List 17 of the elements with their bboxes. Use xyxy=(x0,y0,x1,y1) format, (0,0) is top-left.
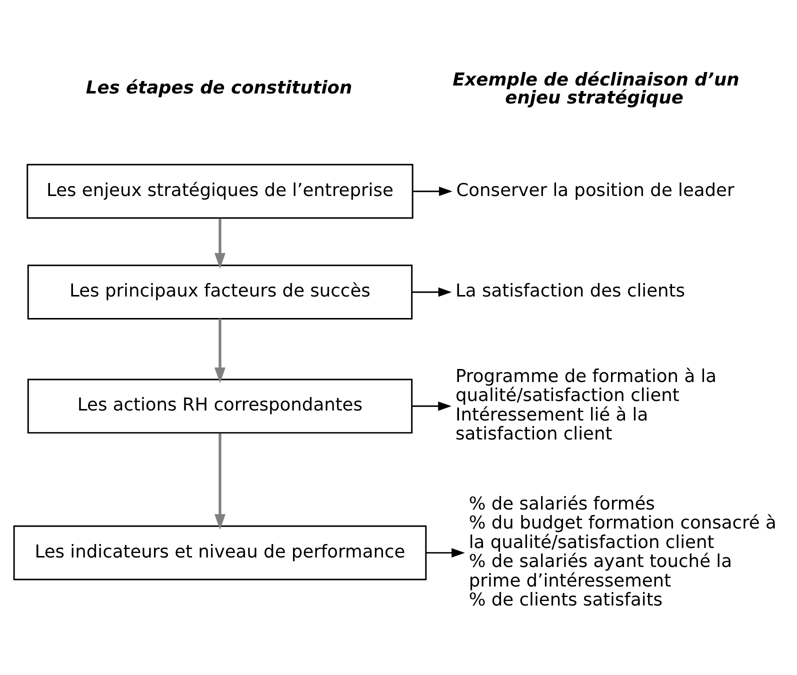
arrow xyxy=(426,548,465,557)
arrow xyxy=(214,432,226,530)
label: Les étapes de constitution xyxy=(86,78,352,98)
node-text: Programme de formation à la qualité/satisfaction client Intéressement lié à la satisfaction client xyxy=(456,366,717,444)
arrow xyxy=(413,186,452,196)
node-text: La satisfaction des clients xyxy=(456,281,686,302)
arrow xyxy=(214,218,226,268)
node-box: Les actions RH correspondantes xyxy=(27,378,413,434)
label: Exemple de déclinaison d’un enjeu stratégique xyxy=(452,70,740,108)
arrow xyxy=(412,400,452,410)
node-text: % de salariés formés % du budget formation consacré à la qualité/satisfaction client % de salariés ayant touché la prime d’intéressement % de clients satisfaits xyxy=(468,494,776,610)
node-box: Les principaux facteurs de succès xyxy=(27,264,413,319)
node-text: Conserver la position de leader xyxy=(456,180,734,200)
node-box: Les enjeux stratégiques de l’entreprise xyxy=(26,163,414,218)
arrow xyxy=(412,286,452,296)
arrow xyxy=(214,318,226,383)
node-box: Les indicateurs et niveau de performance xyxy=(13,524,427,580)
